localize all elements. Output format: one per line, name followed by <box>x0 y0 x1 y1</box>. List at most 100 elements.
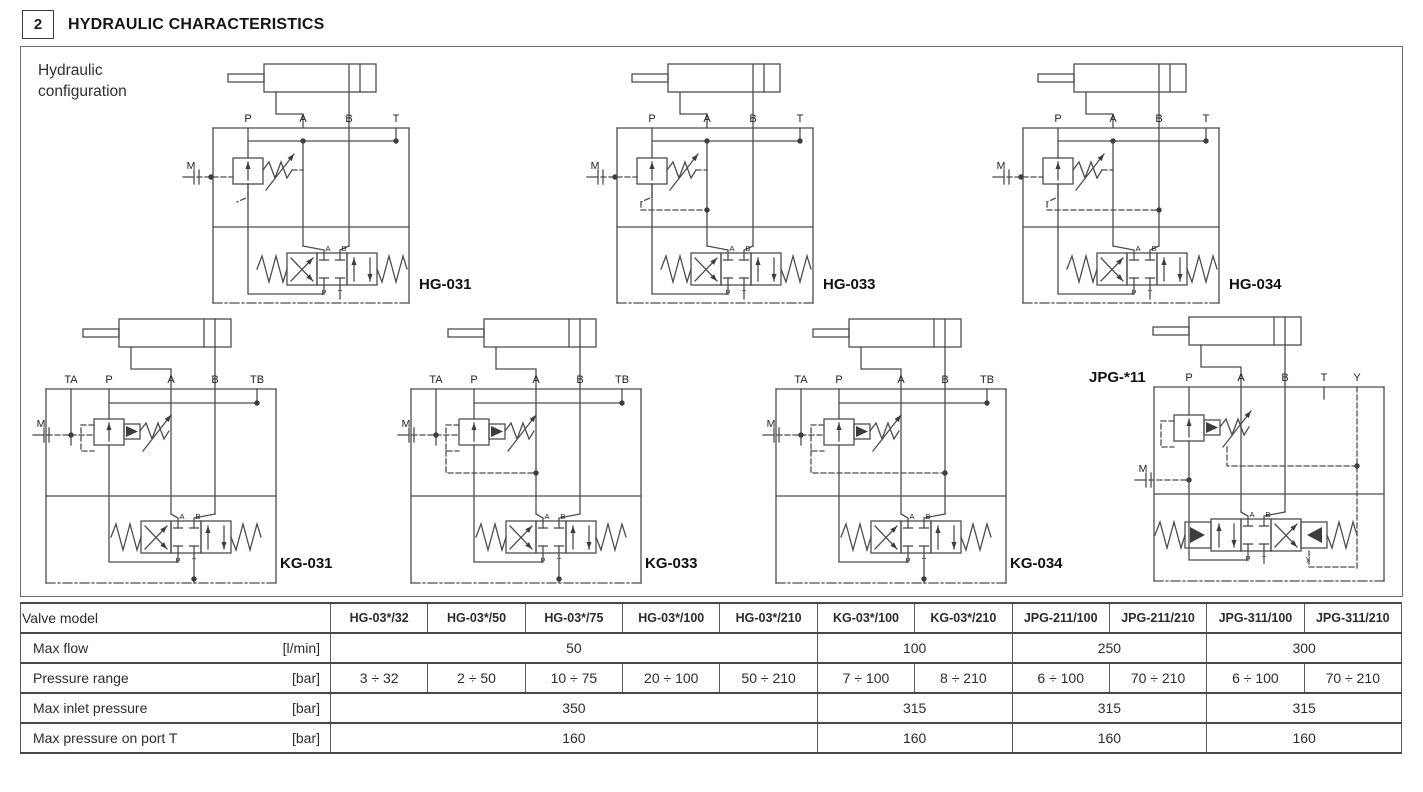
cylinder-symbol <box>812 318 962 348</box>
table-cell: 315 <box>1206 692 1402 724</box>
table-cell: 7 ÷ 100 <box>816 662 916 694</box>
row-unit: [bar] <box>291 700 320 716</box>
column-header: HG-03*/75 <box>524 602 624 634</box>
svg-text:M: M <box>1139 463 1148 475</box>
table-cell: 250 <box>1011 632 1208 664</box>
table-cell: 300 <box>1206 632 1402 664</box>
svg-text:A: A <box>1249 510 1254 519</box>
svg-text:TA: TA <box>64 374 78 386</box>
table-cell: 6 ÷ 100 <box>1206 662 1305 694</box>
svg-text:Y: Y <box>1353 372 1361 384</box>
svg-text:B: B <box>576 374 583 386</box>
gauge-port-symbol: M <box>992 160 1010 185</box>
svg-text:A: A <box>179 512 184 521</box>
relief-valve-symbol <box>232 153 295 191</box>
page-title: HYDRAULIC CHARACTERISTICS <box>68 15 325 33</box>
table-cell: 6 ÷ 100 <box>1011 662 1110 694</box>
table-cell: 3 ÷ 32 <box>329 662 429 694</box>
table-cell: 315 <box>816 692 1013 724</box>
table-row-max-flow: Max flow [l/min] 50 100 250 300 <box>20 632 1402 664</box>
svg-text:B: B <box>195 512 200 521</box>
svg-text:B: B <box>925 512 930 521</box>
row-label: Max pressure on port T <box>33 730 178 746</box>
column-header: JPG-211/100 <box>1011 602 1110 634</box>
relief-valve-symbol <box>1042 153 1105 191</box>
table-header-row: Valve model HG-03*/32 HG-03*/50 HG-03*/7… <box>20 602 1403 634</box>
table-cell: 160 <box>816 722 1013 754</box>
table-cell: 315 <box>1011 692 1208 724</box>
svg-text:P: P <box>105 374 112 386</box>
row-label-cell: Max pressure on port T [bar] <box>20 722 331 754</box>
svg-text:A: A <box>729 244 734 253</box>
svg-text:B: B <box>345 113 352 125</box>
svg-text:B: B <box>941 374 948 386</box>
row-label: Max inlet pressure <box>33 700 148 716</box>
column-header: KG-03*/100 <box>816 602 916 634</box>
table-cell: 160 <box>1011 722 1208 754</box>
svg-text:P: P <box>470 374 477 386</box>
section-header: 2 HYDRAULIC CHARACTERISTICS <box>22 10 325 39</box>
svg-text:P: P <box>1185 372 1192 384</box>
table-corner-cell: Valve model <box>20 602 331 634</box>
column-header: JPG-311/100 <box>1206 602 1305 634</box>
svg-text:B: B <box>745 244 750 253</box>
table-cell: 10 ÷ 75 <box>524 662 624 694</box>
diagram-label-hg-034: HG-034 <box>1229 276 1282 293</box>
relief-valve-symbol <box>458 414 537 452</box>
svg-text:M: M <box>767 418 776 430</box>
diagram-label-kg-031: KG-031 <box>280 555 333 572</box>
relief-valve-symbol <box>1173 410 1252 448</box>
svg-text:B: B <box>1265 510 1270 519</box>
gauge-port-symbol: M <box>32 418 50 443</box>
table-cell: 50 <box>330 632 818 664</box>
svg-text:B: B <box>560 512 565 521</box>
row-label: Max flow <box>33 640 89 656</box>
svg-text:A: A <box>325 244 330 253</box>
cylinder-symbol <box>447 318 597 348</box>
svg-text:B: B <box>1155 113 1162 125</box>
cylinder-symbol <box>1037 63 1187 93</box>
svg-text:M: M <box>591 160 600 172</box>
table-row-pressure-range: Pressure range [bar] 3 ÷ 32 2 ÷ 50 10 ÷ … <box>20 662 1403 694</box>
svg-text:TB: TB <box>980 374 994 386</box>
row-label-cell: Max inlet pressure [bar] <box>20 692 331 724</box>
table-cell: 350 <box>330 692 818 724</box>
row-label: Pressure range <box>33 670 129 686</box>
svg-text:P: P <box>244 113 251 125</box>
relief-valve-symbol <box>636 153 699 191</box>
diagram-label-jpg-11: JPG-*11 <box>1089 369 1146 386</box>
table-cell: 160 <box>330 722 818 754</box>
row-label-cell: Pressure range [bar] <box>20 662 331 694</box>
svg-text:A: A <box>1237 372 1245 384</box>
row-unit: [l/min] <box>282 640 320 656</box>
column-header: JPG-211/210 <box>1108 602 1208 634</box>
svg-text:TA: TA <box>429 374 443 386</box>
characteristics-table: Valve model HG-03*/32 HG-03*/50 HG-03*/7… <box>20 602 1403 754</box>
svg-text:B: B <box>1151 244 1156 253</box>
svg-text:y: y <box>1306 554 1310 563</box>
svg-text:T: T <box>1203 113 1210 125</box>
cylinder-symbol <box>227 63 377 93</box>
svg-text:T: T <box>393 113 400 125</box>
svg-text:A: A <box>299 113 307 125</box>
svg-text:M: M <box>37 418 46 430</box>
cylinder-symbol <box>82 318 232 348</box>
gauge-port-symbol: M <box>586 160 604 185</box>
column-header: JPG-311/210 <box>1303 602 1403 634</box>
column-header: HG-03*/100 <box>622 602 721 634</box>
svg-text:P: P <box>835 374 842 386</box>
diagram-label-hg-033: HG-033 <box>823 276 876 293</box>
svg-text:B: B <box>341 244 346 253</box>
column-header: HG-03*/50 <box>427 602 526 634</box>
hydraulic-configuration-label: Hydraulic configuration <box>38 62 127 100</box>
